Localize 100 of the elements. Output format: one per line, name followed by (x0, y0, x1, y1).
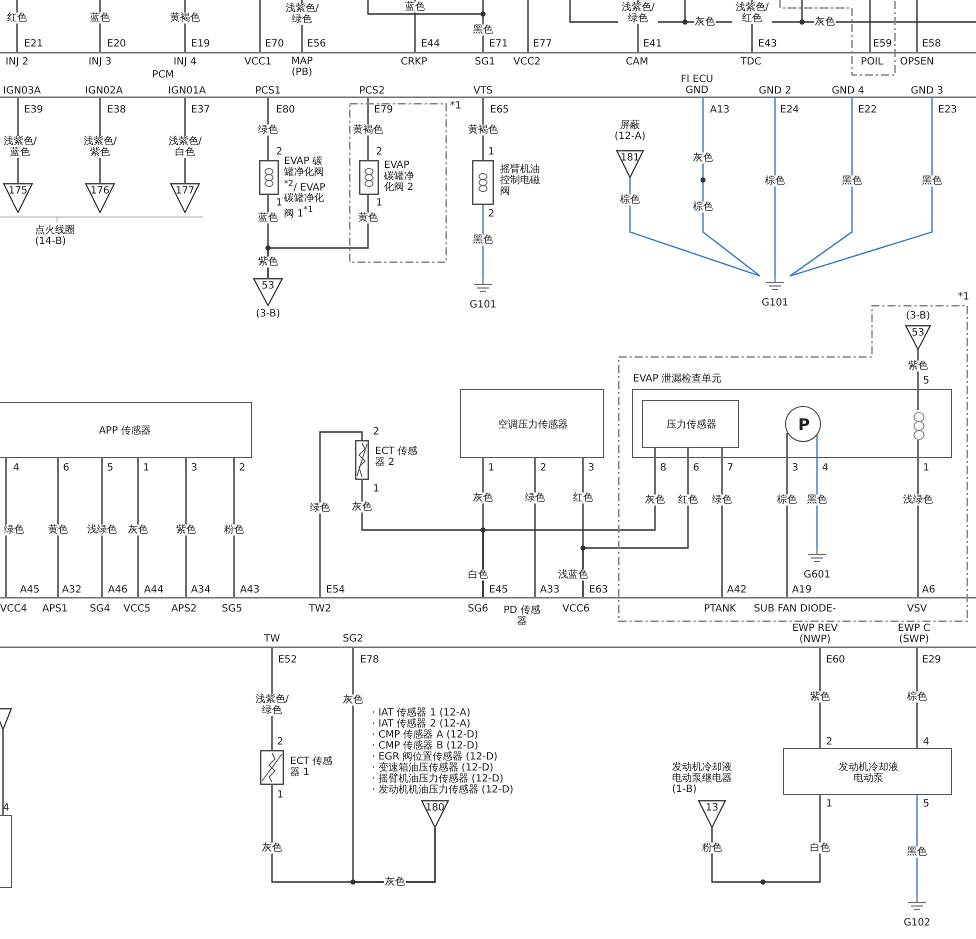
pin-number: 2 (239, 462, 246, 474)
wire-color-label: 黑色 (906, 846, 928, 858)
pin-code: E23 (938, 104, 958, 116)
wire (819, 648, 821, 748)
wire-color-label: 灰色 (694, 16, 716, 28)
wire-color-label: 黄色 (47, 524, 69, 536)
pin-number: 1 (376, 198, 382, 208)
wire-color-label: 红色 (6, 12, 28, 24)
wire-color-label: 蓝色 (404, 2, 426, 12)
module-name: EVAP 泄漏检查单元 (633, 374, 722, 384)
wire (259, 0, 261, 52)
component-name: ECT 传感器 1 (290, 756, 334, 778)
pin-number: 3 (191, 462, 198, 474)
page-reference: (3-B) (256, 308, 280, 320)
pin-number: 2 (488, 208, 494, 220)
pin-name: SG6 (468, 604, 488, 614)
pin-name: INJ 4 (174, 56, 196, 68)
pin-name: VCC5 (123, 604, 151, 614)
wire (267, 98, 269, 160)
wire-color-label: 粉色 (701, 842, 723, 854)
wire-color-label: 紫色 (809, 692, 831, 702)
wire (99, 0, 101, 52)
pin-code: E65 (490, 104, 510, 116)
pin-name: SG1 (474, 56, 496, 68)
pin-name: OPSEN (900, 56, 934, 68)
pin-code: E41 (643, 38, 662, 50)
wire-color-label: 蓝色 (257, 212, 279, 224)
pin-name: TW (264, 634, 280, 644)
wire (16, 0, 18, 52)
pin-name: CRKP (400, 56, 428, 68)
connector-number: 53 (262, 280, 274, 292)
wire (702, 98, 760, 277)
connector-caption: 发动机冷却液电动泵继电器 (1-B) (672, 762, 733, 795)
wire-color-label: 浅绿色 (86, 524, 118, 536)
pin-code: E63 (589, 584, 608, 596)
ground-label: G101 (470, 300, 496, 310)
wire (786, 432, 788, 597)
pin-number: 2 (373, 426, 380, 438)
pin-name: TW2 (308, 604, 332, 614)
pin-name: SG2 (342, 634, 364, 644)
pin-number: 2 (276, 146, 282, 158)
pin-number: 5 (923, 798, 930, 810)
wire (482, 447, 656, 597)
wire-color-label: 灰色 (814, 16, 836, 28)
pin-number: 3 (792, 462, 798, 474)
pin-number: 1 (373, 484, 380, 494)
reference-list-item: · IAT 传感器 1 (12-A) (372, 708, 470, 718)
connector-number: 181 (620, 152, 640, 164)
pin-code: A6 (922, 584, 936, 596)
wire (2, 730, 4, 815)
wire-color-label: 灰色 (342, 694, 364, 706)
pin-number: 2 (376, 146, 382, 158)
reference-list-item: · EGR 阀位置传感器 (12-D) (372, 752, 498, 762)
wire-color-label: 绿色 (524, 492, 546, 504)
pin-name: POIL (860, 56, 884, 68)
wire-color-label: 紫色 (175, 524, 197, 536)
wire-color-label: 红色 (677, 494, 699, 506)
pin-code: E71 (489, 38, 508, 50)
pin-code: E45 (489, 584, 508, 596)
wire-color-label: 灰色 (127, 524, 149, 536)
reference-list-item: · 摇臂机油压力传感器 (12-D) (372, 774, 504, 784)
wire-color-label: 绿色 (711, 494, 733, 506)
pin-name: SG5 (222, 604, 242, 614)
wire-color-label: 黄褐色 (352, 124, 384, 136)
pin-name: MAP (PB) (290, 56, 314, 78)
pin-name: VCC1 (244, 56, 272, 68)
pin-code: E80 (276, 104, 296, 116)
pin-code: E60 (826, 654, 846, 666)
wire (711, 795, 821, 883)
pin-name: GND 3 (910, 86, 944, 96)
wire (527, 0, 529, 52)
pin-number: 2 (540, 462, 546, 474)
pin-code: E52 (278, 654, 298, 666)
pin-name: CAM (626, 56, 648, 68)
component-name: 压力传感器 (666, 420, 718, 430)
pin-code: E39 (24, 104, 44, 116)
pin-code: A32 (62, 584, 82, 596)
wire-color-label: 灰色 (472, 492, 494, 504)
pin-code: E77 (533, 38, 552, 50)
component-name: 摇臂机油控制电磁阀 (500, 164, 541, 197)
wire (629, 178, 760, 277)
pin-code: E38 (107, 104, 126, 116)
pin-number: 6 (693, 462, 700, 474)
pin-name: EWP REV (NWP) (791, 623, 839, 645)
wire (319, 431, 363, 597)
wire-color-label: 黑色 (472, 234, 494, 246)
pin-name: FI ECU GND (680, 74, 714, 96)
wire (352, 648, 436, 883)
wire-color-label: 黄褐色 (467, 124, 499, 136)
connector-number: 176 (90, 186, 110, 196)
pin-code: A19 (792, 584, 812, 596)
pin-code: A34 (191, 584, 211, 596)
pin-number: 2 (277, 736, 284, 748)
wire-color-label: 灰色 (351, 502, 373, 512)
reference-note: 点火线圈 (14-B) (35, 225, 76, 247)
pin-number: 1 (277, 790, 284, 800)
motor-symbol (785, 406, 821, 442)
wire-color-label: 蓝色 (89, 12, 111, 24)
component-name: 空调压力传感器 (498, 419, 568, 430)
pin-number: 6 (63, 462, 70, 474)
